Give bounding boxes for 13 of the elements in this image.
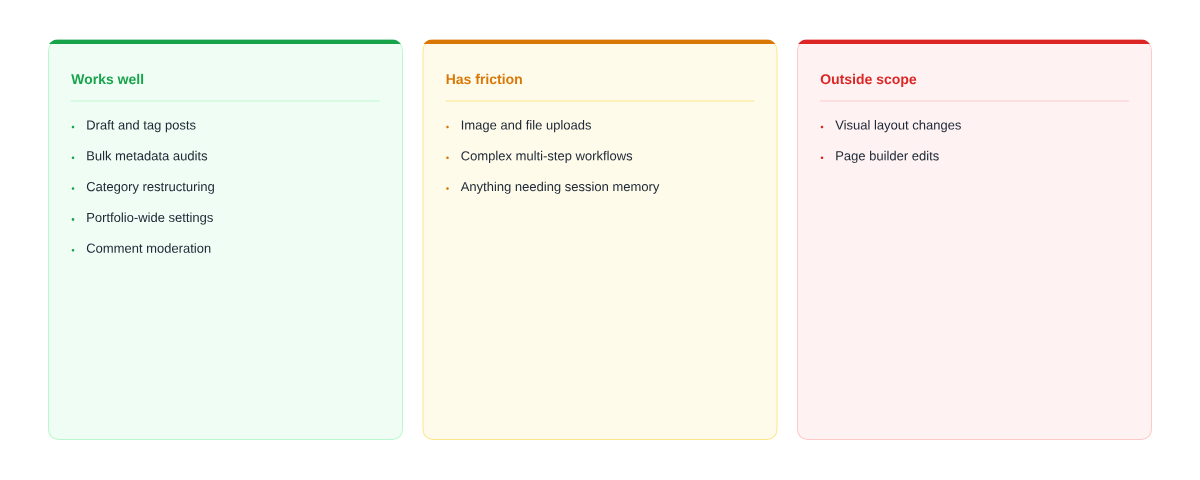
list-item: Comment moderation [86,243,211,253]
card-heading: Outside scope [820,73,917,87]
list-item: Category restructuring [86,181,214,194]
list-item: Image and file uploads [461,120,591,133]
list-item: Bulk metadata audits [87,150,208,161]
card-heading: Has friction [446,73,522,85]
card-heading: Works well [71,73,144,85]
list-item: Anything needing session memory [460,181,660,194]
list-item: Page builder edits [836,150,939,163]
list-item: Draft and tag posts [87,120,196,133]
list-item: Portfolio-wide settings [87,212,213,225]
list-item: Visual layout changes [835,120,961,133]
list-item: Complex multi-step workflows [461,150,633,163]
